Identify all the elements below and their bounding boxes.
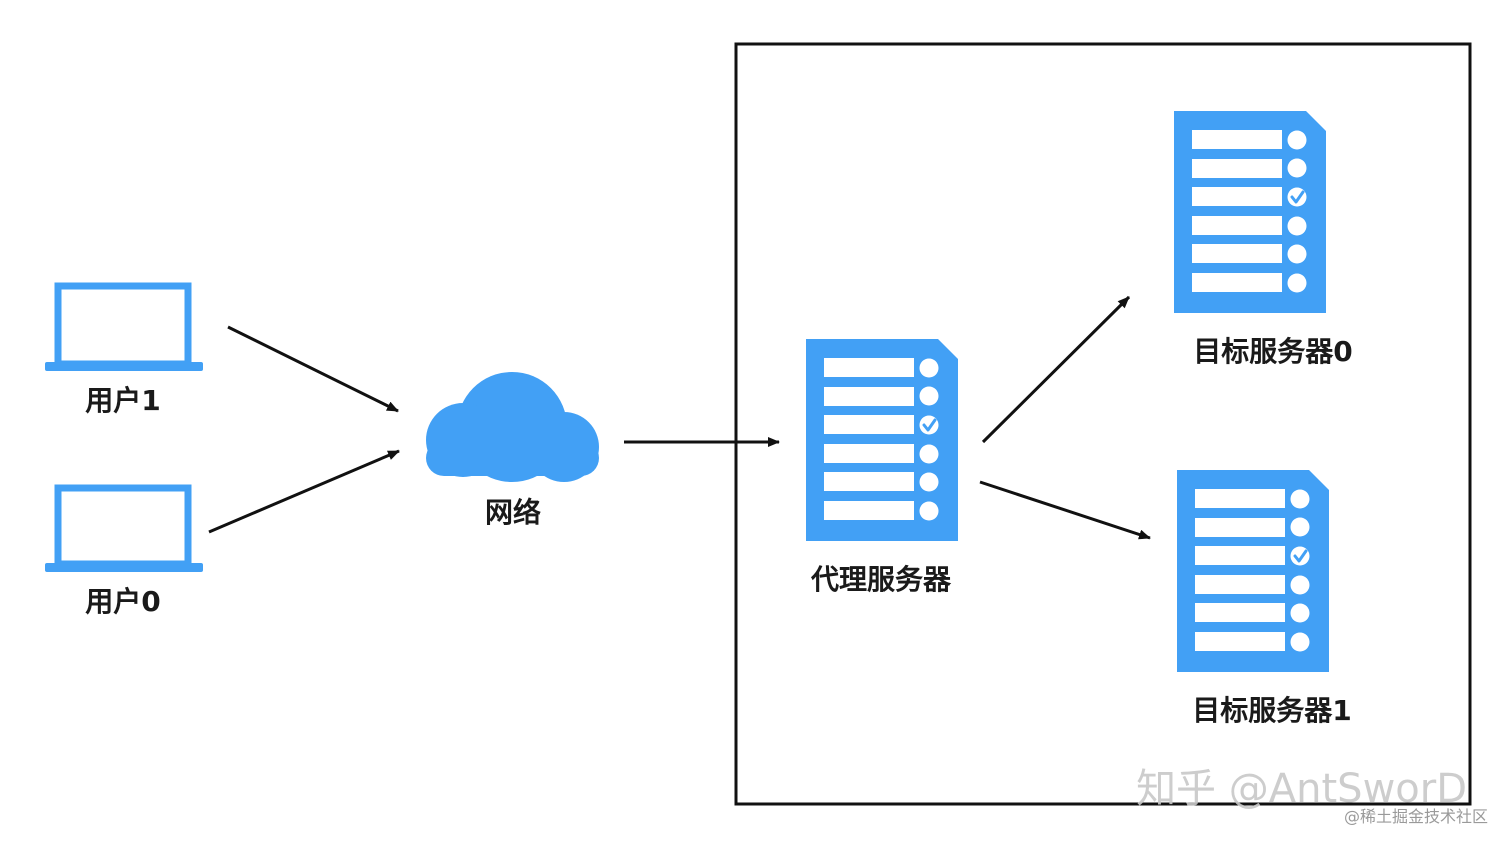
server-checklist-icon — [1177, 470, 1329, 672]
target-server1-label: 目标服务器1 — [1192, 694, 1351, 727]
watermark-sub: @稀土掘金技术社区 — [1344, 807, 1488, 826]
laptop-icon — [45, 484, 203, 572]
checkmark-icon — [922, 418, 937, 432]
server-checklist-icon — [806, 339, 958, 541]
arrow-user1-to-network — [227, 325, 399, 413]
arrow-user0-to-network — [208, 449, 400, 534]
target-server0-label: 目标服务器0 — [1193, 335, 1352, 368]
user1-label: 用户1 — [85, 384, 160, 417]
cloud-icon — [426, 372, 599, 482]
server-group-box — [734, 42, 1472, 806]
laptop-icon — [45, 282, 203, 371]
watermark-main: 知乎 @AntSworD — [1136, 766, 1467, 812]
checkmark-icon — [1290, 190, 1305, 204]
proxy-server-label: 代理服务器 — [810, 563, 952, 596]
network-label: 网络 — [485, 496, 541, 529]
arrow-proxy-to-target0 — [981, 295, 1131, 444]
arrow-proxy-to-target1 — [979, 480, 1151, 540]
server-checklist-icon — [1174, 111, 1326, 313]
checkmark-icon — [1293, 549, 1308, 563]
user0-label: 用户0 — [85, 585, 160, 618]
